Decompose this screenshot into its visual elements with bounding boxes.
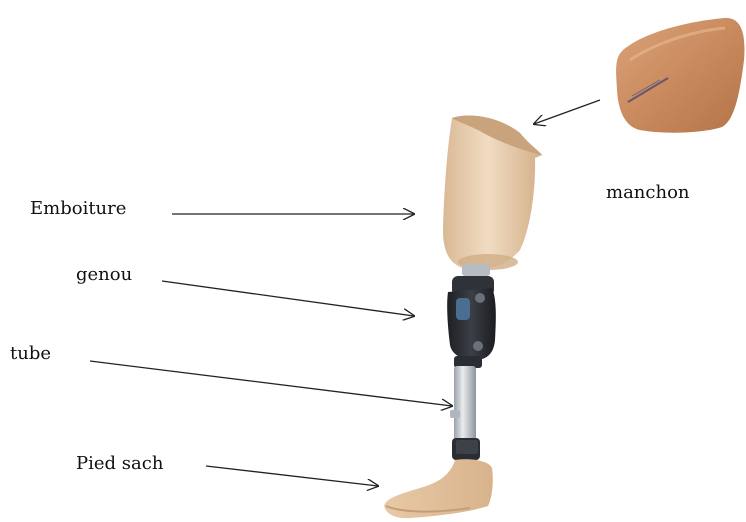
arrow-genou	[162, 281, 414, 316]
liner-part	[616, 18, 744, 133]
arrow-manchon	[534, 100, 600, 124]
knee-part	[447, 276, 496, 368]
label-genou: genou	[76, 266, 132, 284]
arrow-pied	[206, 466, 378, 486]
tube-part	[450, 366, 480, 460]
label-tube: tube	[10, 345, 51, 363]
label-pied-sach: Pied sach	[76, 455, 163, 473]
arrow-tube	[90, 361, 452, 406]
label-emboiture: Emboiture	[30, 200, 126, 218]
label-manchon: manchon	[606, 184, 690, 202]
socket-part	[443, 116, 542, 276]
foot-part	[384, 459, 493, 518]
